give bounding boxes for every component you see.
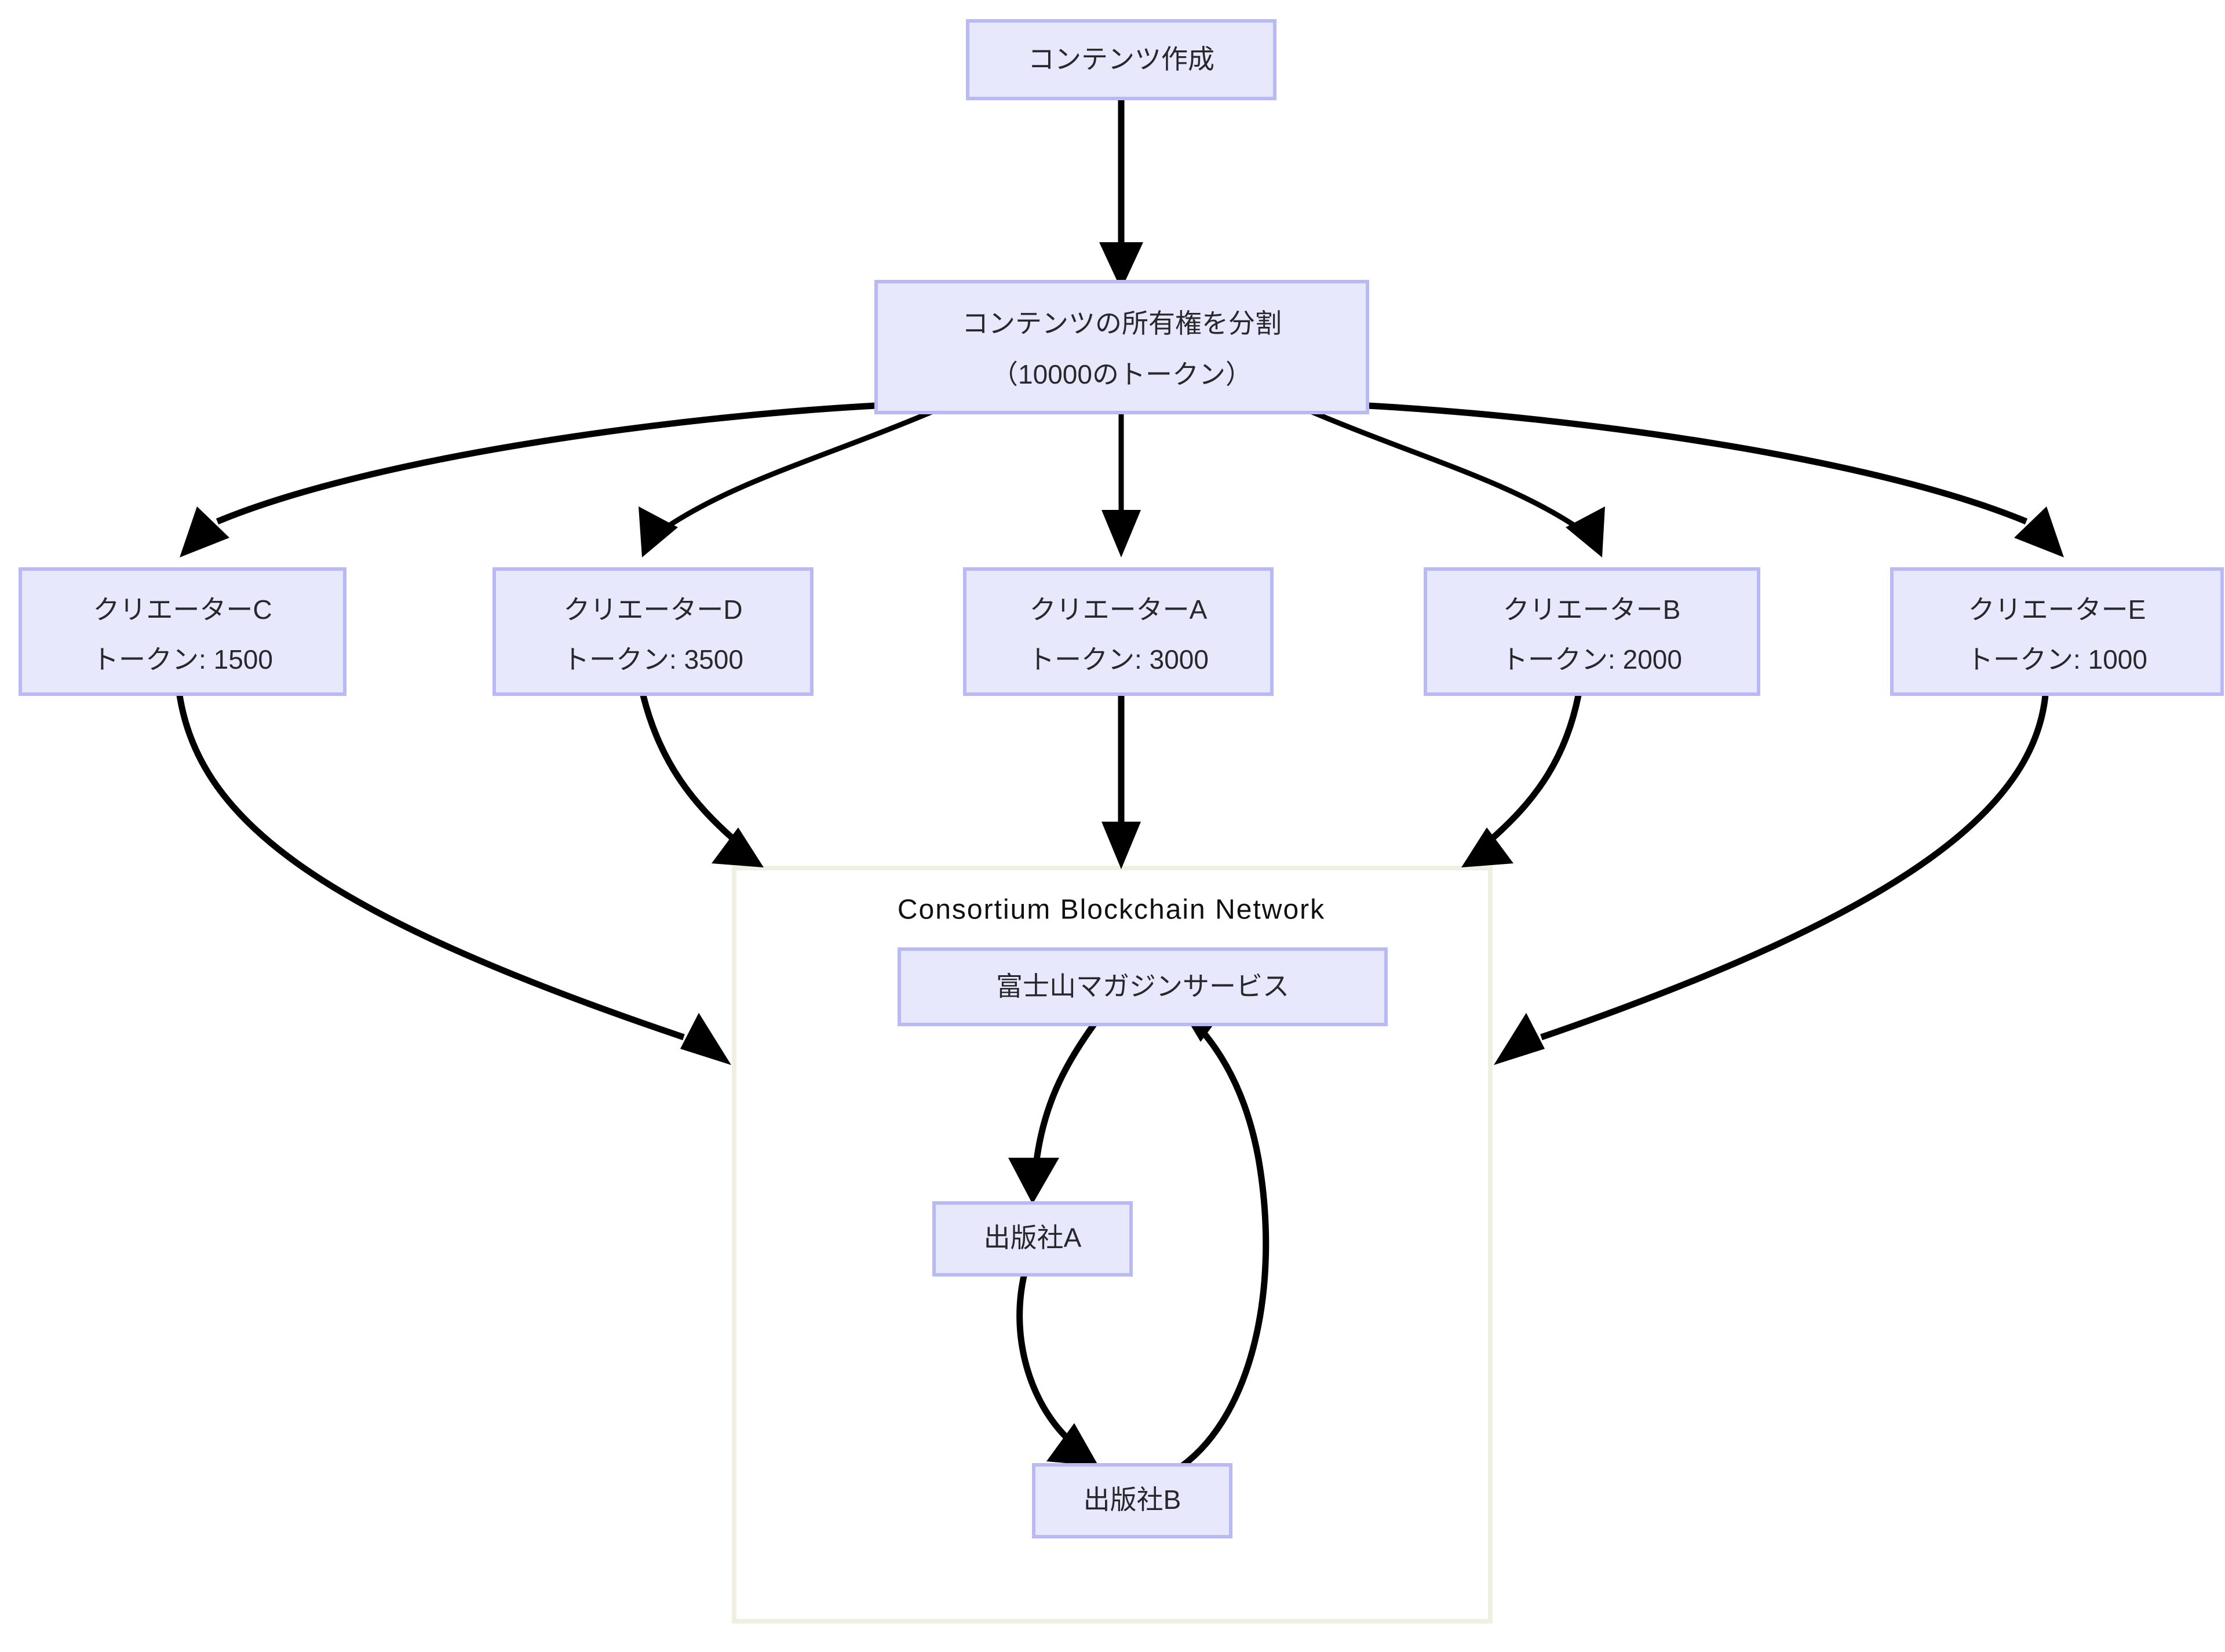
edge-creator-d-to-consortium — [640, 694, 764, 867]
arrow-head-icon — [1046, 1423, 1099, 1466]
edge-content-creation-to-ownership-split — [1099, 99, 1143, 290]
arrow-head-icon — [712, 827, 764, 867]
node-box[interactable] — [966, 19, 1276, 100]
node-box[interactable] — [1032, 1463, 1232, 1538]
arrow-head-icon — [1101, 510, 1141, 557]
arrow-head-icon — [1101, 822, 1141, 869]
node-box[interactable] — [493, 567, 814, 696]
node-label-creator-b-tokens: トークン: 2000 — [1501, 644, 1682, 674]
node-label-creator-e-name: クリエーターE — [1968, 595, 2146, 625]
cluster-label: Consortium Blockchain Network — [898, 895, 1325, 925]
edge-creator-e-to-consortium — [1494, 695, 2049, 1065]
arrow-head-icon — [1008, 1158, 1059, 1204]
node-creator-b[interactable]: クリエーターB トークン: 2000 — [1424, 567, 1760, 696]
node-label-creator-b-name: クリエーターB — [1503, 595, 1681, 625]
node-box[interactable] — [963, 567, 1274, 696]
node-label-creator-e-tokens: トークン: 1000 — [1967, 644, 2147, 674]
node-label-fujisan-service: 富士山マガジンサービス — [996, 971, 1289, 1001]
edge-ownership-split-to-creator-c — [180, 402, 877, 557]
edge-publisher-a-to-publisher-b — [1016, 1272, 1099, 1466]
edge-fujisan-service-to-publisher-a — [1008, 1022, 1097, 1204]
node-label-ownership-split-line1: コンテンツの所有権を分割 — [962, 308, 1282, 338]
edge-ownership-split-to-creator-e — [1367, 402, 2064, 557]
node-creator-d[interactable]: クリエーターD トークン: 3500 — [493, 567, 814, 696]
node-publisher-a[interactable]: 出版社A — [932, 1201, 1133, 1277]
node-ownership-split[interactable]: コンテンツの所有権を分割 （10000のトークン） — [874, 280, 1369, 414]
node-label-creator-c-name: クリエーターC — [93, 595, 272, 625]
node-box[interactable] — [898, 947, 1388, 1026]
node-creator-a[interactable]: クリエーターA トークン: 3000 — [963, 567, 1274, 696]
node-label-creator-c-tokens: トークン: 1500 — [92, 644, 273, 674]
edge-creator-a-to-consortium — [1101, 695, 1141, 869]
arrow-head-icon — [1099, 242, 1143, 290]
node-publisher-b[interactable]: 出版社B — [1032, 1463, 1232, 1538]
arrow-head-icon — [1494, 1013, 1545, 1065]
node-label-publisher-a: 出版社A — [984, 1223, 1082, 1253]
arrow-head-icon — [680, 1013, 731, 1065]
node-label-creator-d-tokens: トークン: 3500 — [563, 644, 743, 674]
node-box[interactable] — [1890, 567, 2224, 696]
node-label-creator-a-name: クリエーターA — [1030, 595, 1208, 625]
arrow-head-icon — [1461, 827, 1513, 867]
edge-creator-b-to-consortium — [1461, 694, 1582, 867]
node-fujisan-service[interactable]: 富士山マガジンサービス — [898, 947, 1388, 1026]
node-box[interactable] — [874, 280, 1369, 414]
node-content-creation[interactable]: コンテンツ作成 — [966, 19, 1276, 100]
node-label-publisher-b: 出版社B — [1084, 1485, 1181, 1515]
edge-ownership-split-to-creator-b — [1310, 409, 1605, 557]
node-box[interactable] — [932, 1201, 1133, 1277]
node-label-creator-d-name: クリエーターD — [563, 595, 742, 625]
node-box[interactable] — [19, 567, 346, 696]
node-creator-e[interactable]: クリエーターE トークン: 1000 — [1890, 567, 2224, 696]
arrow-head-icon — [2014, 506, 2064, 557]
node-label-ownership-split-line2: （10000のトークン） — [991, 359, 1252, 389]
node-creator-c[interactable]: クリエーターC トークン: 1500 — [19, 567, 346, 696]
node-label-content-creation: コンテンツ作成 — [1028, 44, 1214, 74]
arrow-head-icon — [1566, 506, 1605, 557]
edge-creator-c-to-consortium — [176, 695, 731, 1065]
arrow-head-icon — [180, 506, 229, 557]
node-box[interactable] — [1424, 567, 1760, 696]
arrow-head-icon — [639, 506, 678, 557]
edge-ownership-split-to-creator-a — [1101, 413, 1141, 557]
node-label-creator-a-tokens: トークン: 3000 — [1028, 644, 1209, 674]
edge-ownership-split-to-creator-d — [639, 409, 934, 557]
